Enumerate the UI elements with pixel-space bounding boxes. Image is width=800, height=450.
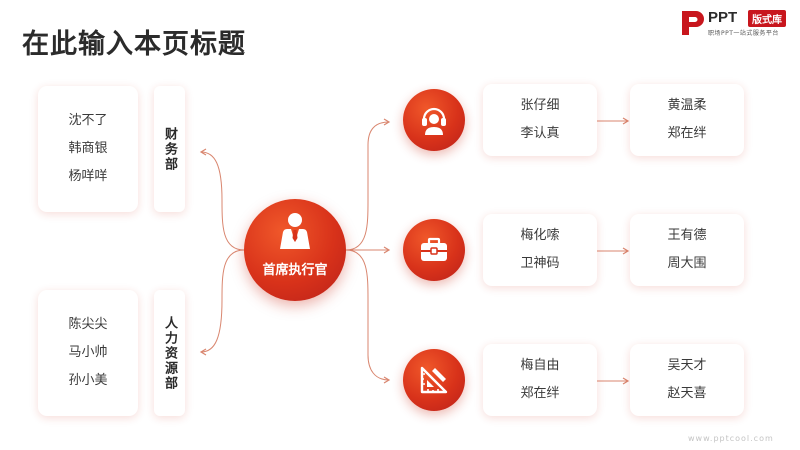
branch-2-node bbox=[403, 219, 465, 281]
branch-1-group-b-card: 黄温柔 郑在绊 bbox=[630, 84, 744, 156]
briefcase-icon bbox=[421, 237, 447, 261]
page-title: 在此输入本页标题 bbox=[22, 29, 246, 60]
branch-1-node bbox=[403, 89, 465, 151]
department-name: 人力资源部 bbox=[162, 315, 177, 391]
member-name: 王有德 bbox=[667, 228, 707, 243]
member-name: 韩商银 bbox=[68, 141, 108, 156]
member-name: 郑在绊 bbox=[667, 126, 707, 141]
member-name: 周大围 bbox=[667, 256, 707, 271]
branch-1-group-a-card: 张仔细 李认真 bbox=[483, 84, 597, 156]
branch-3-group-b-card: 吴天才 赵天喜 bbox=[630, 344, 744, 416]
member-name: 梅化嗦 bbox=[520, 228, 560, 243]
ruler-triangle-icon bbox=[420, 366, 448, 394]
ceo-node: 首席执行官 bbox=[244, 199, 346, 301]
logo-brand-text: PPT bbox=[708, 9, 738, 26]
member-name: 陈尖尖 bbox=[68, 317, 108, 332]
watermark: www.pptcool.com bbox=[688, 434, 774, 443]
member-name: 沈不了 bbox=[68, 113, 108, 128]
connector-ceo-branch-1 bbox=[345, 118, 391, 251]
ceo-label: 首席执行官 bbox=[262, 263, 328, 278]
member-name: 赵天喜 bbox=[667, 386, 707, 401]
headset-support-icon bbox=[422, 107, 446, 135]
branch-3-group-a-card: 梅自由 郑在绊 bbox=[483, 344, 597, 416]
finance-department-label: 财务部 bbox=[154, 86, 185, 212]
branch-2-group-b-card: 王有德 周大围 bbox=[630, 214, 744, 286]
hr-department-label: 人力资源部 bbox=[154, 290, 185, 416]
member-name: 吴天才 bbox=[667, 358, 707, 373]
member-name: 杨咩咩 bbox=[68, 169, 108, 184]
connector-ceo-finance bbox=[199, 148, 245, 251]
person-suit-icon bbox=[280, 213, 310, 249]
member-name: 梅自由 bbox=[520, 358, 560, 373]
connector-ceo-hr bbox=[199, 249, 245, 356]
member-name: 马小帅 bbox=[68, 345, 108, 360]
member-name: 黄温柔 bbox=[667, 98, 707, 113]
branch-2-group-a-card: 梅化嗦 卫神码 bbox=[483, 214, 597, 286]
branch-3-node bbox=[403, 349, 465, 411]
logo-badge: 版式库 bbox=[748, 10, 786, 27]
logo-tagline: 职场PPT一站式服务平台 bbox=[708, 30, 779, 37]
member-name: 张仔细 bbox=[520, 98, 560, 113]
member-name: 卫神码 bbox=[520, 256, 560, 271]
member-name: 孙小美 bbox=[68, 373, 108, 388]
member-name: 郑在绊 bbox=[520, 386, 560, 401]
brand-logo: PPT 版式库 职场PPT一站式服务平台 bbox=[680, 7, 792, 39]
finance-members-card: 沈不了 韩商银 杨咩咩 bbox=[38, 86, 138, 212]
connector-ceo-branch-3 bbox=[345, 249, 391, 384]
hr-members-card: 陈尖尖 马小帅 孙小美 bbox=[38, 290, 138, 416]
logo-p-icon bbox=[682, 11, 704, 35]
member-name: 李认真 bbox=[520, 126, 560, 141]
department-name: 财务部 bbox=[162, 126, 177, 172]
